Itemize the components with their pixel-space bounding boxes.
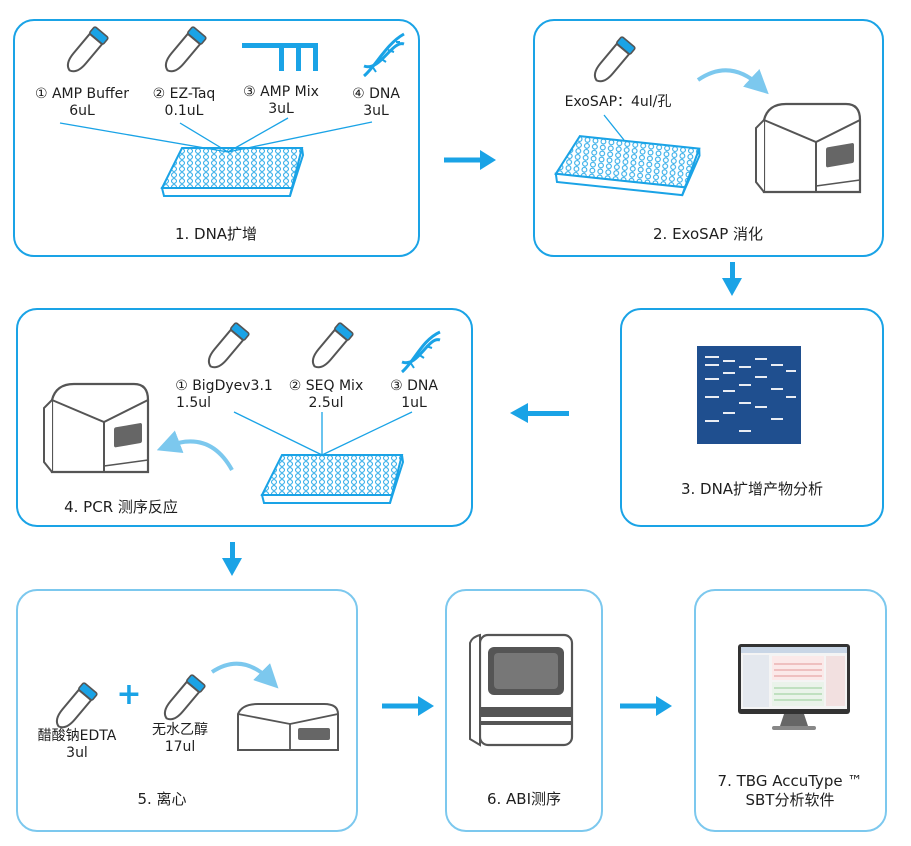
step1-item-1: ① AMP Buffer 6uL bbox=[20, 86, 144, 120]
step1-item-4-name: ④ DNA bbox=[352, 86, 400, 102]
plus-icon: + bbox=[116, 677, 142, 712]
step5-item-1-amount: 3ul bbox=[66, 745, 88, 761]
step1-caption: 1. DNA扩增 bbox=[174, 225, 258, 243]
step2-reagent: ExoSAP：4ul/孔 bbox=[564, 94, 672, 110]
arrow-right-icon bbox=[620, 696, 672, 716]
step4-caption: 4. PCR 测序反应 bbox=[64, 498, 178, 516]
step5-box bbox=[16, 589, 358, 832]
step5-item-1-name: 醋酸钠EDTA bbox=[37, 728, 117, 744]
step4-item-1-amount: 1.5ul bbox=[176, 395, 212, 411]
centrifuge-icon bbox=[237, 703, 339, 751]
step4-item-3: ③ DNA 1uL bbox=[374, 378, 454, 412]
centrifuge-icon bbox=[42, 382, 150, 474]
gel-icon bbox=[697, 346, 801, 444]
dna-helix-icon bbox=[400, 330, 441, 374]
step5-item-2-amount: 17ul bbox=[164, 739, 196, 755]
arrow-right-icon bbox=[382, 696, 434, 716]
step4-item-1: ① BigDyev3.1 1.5ul bbox=[162, 378, 286, 412]
monitor-icon bbox=[738, 644, 850, 730]
plate-icon bbox=[261, 454, 404, 504]
step7-caption: 7. TBG AccuType ™ SBT分析软件 bbox=[700, 772, 880, 810]
step4-item-2: ② SEQ Mix 2.5ul bbox=[276, 378, 376, 412]
primer-mix-icon bbox=[242, 43, 318, 71]
step1-item-4-amount: 3uL bbox=[363, 103, 389, 119]
step1-item-2-amount: 0.1uL bbox=[164, 103, 204, 119]
step1-item-2-name: ② EZ-Taq bbox=[152, 86, 216, 102]
dna-helix-icon bbox=[362, 32, 405, 78]
curved-arrow-icon bbox=[696, 68, 769, 95]
step7-caption-line1: 7. TBG AccuType ™ bbox=[717, 772, 863, 790]
step7-caption-line2: SBT分析软件 bbox=[745, 791, 835, 809]
step5-item-2-name: 无水乙醇 bbox=[152, 722, 208, 738]
step4-item-3-amount: 1uL bbox=[401, 395, 427, 411]
step1-item-3: ③ AMP Mix 3uL bbox=[226, 84, 336, 118]
arrow-down-icon bbox=[222, 542, 242, 576]
step1-item-1-amount: 6uL bbox=[69, 103, 95, 119]
sequencer-icon bbox=[469, 633, 574, 747]
step1-item-1-name: ① AMP Buffer bbox=[34, 86, 130, 102]
step1-item-2: ② EZ-Taq 0.1uL bbox=[134, 86, 234, 120]
step1-item-4: ④ DNA 3uL bbox=[336, 86, 416, 120]
step1-item-3-name: ③ AMP Mix bbox=[243, 84, 319, 100]
curved-arrow-icon bbox=[210, 661, 279, 689]
step1-item-3-amount: 3uL bbox=[268, 101, 294, 117]
step3-caption: 3. DNA扩增产物分析 bbox=[680, 480, 824, 498]
step4-item-3-name: ③ DNA bbox=[390, 378, 438, 394]
step4-item-2-amount: 2.5ul bbox=[308, 395, 344, 411]
arrow-down-icon bbox=[722, 262, 742, 296]
step5-item-2: 无水乙醇 17ul bbox=[132, 722, 228, 756]
step4-item-1-name: ① BigDyev3.1 bbox=[175, 378, 273, 394]
arrow-right-icon bbox=[444, 150, 496, 170]
step6-caption: 6. ABI测序 bbox=[486, 790, 562, 808]
step4-item-2-name: ② SEQ Mix bbox=[288, 378, 364, 394]
step2-box bbox=[533, 19, 884, 257]
step2-caption: 2. ExoSAP 消化 bbox=[652, 225, 764, 243]
arrow-left-icon bbox=[510, 403, 569, 423]
step5-caption: 5. 离心 bbox=[137, 790, 187, 808]
curved-arrow-icon bbox=[156, 430, 234, 471]
step1-box bbox=[13, 19, 420, 257]
step5-item-1: 醋酸钠EDTA 3ul bbox=[22, 728, 132, 762]
centrifuge-icon bbox=[754, 102, 862, 194]
plate-icon bbox=[161, 147, 304, 197]
